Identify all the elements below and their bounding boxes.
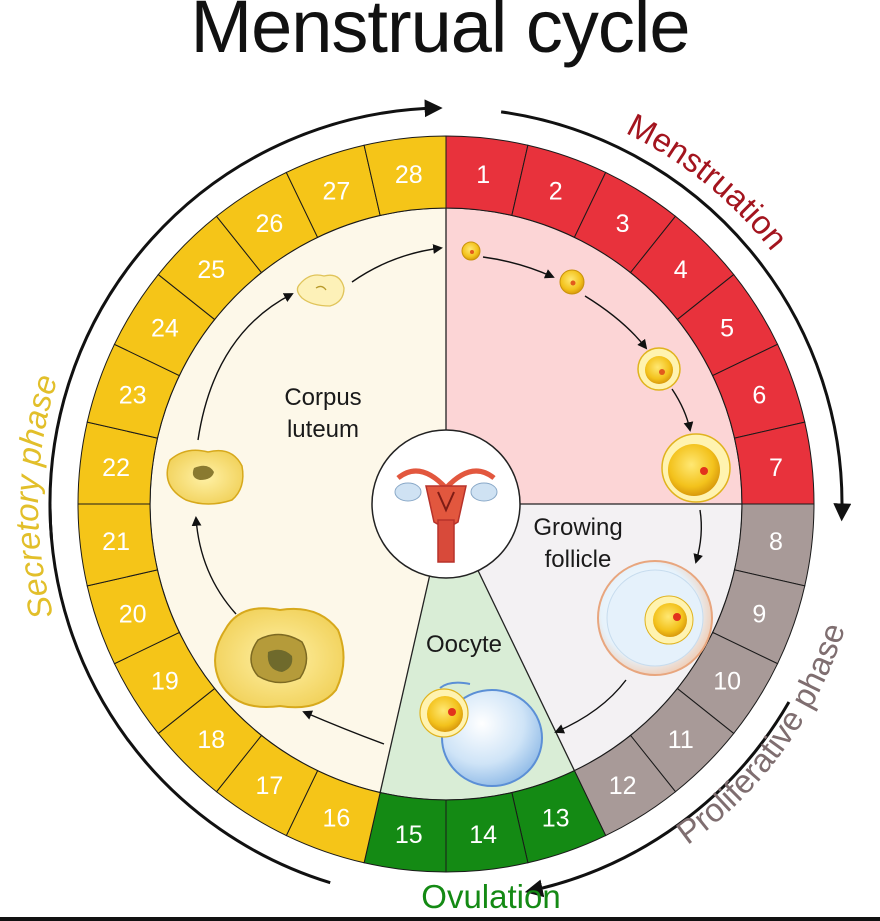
follicle-arrows [191,244,703,745]
arrow-follicle-4 [693,509,703,564]
day-number-4: 4 [674,256,688,284]
arrow-follicle-2 [584,295,648,350]
arrow-follicle-1 [482,256,555,279]
day-number-10: 10 [713,668,741,696]
day-number-5: 5 [720,314,734,342]
ovulation-phase-label: Ovulation [421,878,560,915]
arrow-corpus-4 [351,244,443,283]
day-number-2: 2 [549,178,563,206]
day-number-9: 9 [752,601,766,629]
day-number-22: 22 [102,454,130,482]
primordial-follicle-icon [461,241,481,261]
day-number-19: 19 [151,668,179,696]
day-number-3: 3 [616,210,630,238]
released-oocyte-icon [419,681,543,787]
day-number-27: 27 [322,178,350,206]
arrow-follicle-3 [671,388,694,432]
day-number-13: 13 [542,804,570,832]
day-number-28: 28 [395,161,423,189]
day-number-18: 18 [197,726,225,754]
arrow-ovulation [554,679,627,734]
diagram-title: Menstrual cycle [190,0,689,68]
corpus-albicans-icon [296,274,345,307]
day-number-12: 12 [609,772,637,800]
day-number-11: 11 [668,726,694,754]
day-number-8: 8 [769,528,783,556]
graafian-follicle-icon [597,560,713,676]
day-segment-28 [363,135,447,217]
corpus-luteum-label-line2: luteum [287,416,359,443]
primary-follicle-icon [559,269,585,295]
arrow-corpus-2 [191,516,237,615]
secondary-follicle-icon [637,347,681,391]
day-number-23: 23 [119,381,147,409]
corpus-luteum-medium-icon [166,449,244,505]
bottom-border [0,917,880,921]
day-number-6: 6 [752,381,766,409]
uterus-icon [371,429,521,579]
day-number-26: 26 [255,210,283,238]
cycle-arrow-right [500,110,852,522]
growing-follicle-label-line2: follicle [545,546,612,573]
day-number-25: 25 [197,256,225,284]
cycle-arrow-bottom [524,701,791,898]
oocyte-label: Oocyte [426,631,502,658]
day-number-15: 15 [395,821,423,849]
day-number-14: 14 [469,821,497,849]
cycle-direction-arrow [48,99,852,898]
menstruation-sector [446,208,742,504]
day-number-1: 1 [476,161,490,189]
day-number-20: 20 [119,601,147,629]
arrow-corpus-3 [197,293,294,441]
secretory-phase-label: Secretory phase [8,370,64,623]
tertiary-follicle-icon [661,433,731,503]
day-number-7: 7 [769,454,783,482]
day-number-17: 17 [255,772,283,800]
day-number-24: 24 [151,314,179,342]
day-ring: 1234567891011121314151617181920212223242… [77,135,815,873]
day-number-21: 21 [102,528,130,556]
day-number-16: 16 [322,804,350,832]
corpus-luteum-label-line1: Corpus [284,384,361,411]
cycle-arrow-left [48,503,331,885]
cycle-arrow-top [48,99,443,539]
arrow-corpus-1 [302,710,385,745]
growing-follicle-label-line1: Growing [533,514,622,541]
cell-illustrations [166,241,731,787]
corpus-luteum-large-icon [214,607,345,709]
